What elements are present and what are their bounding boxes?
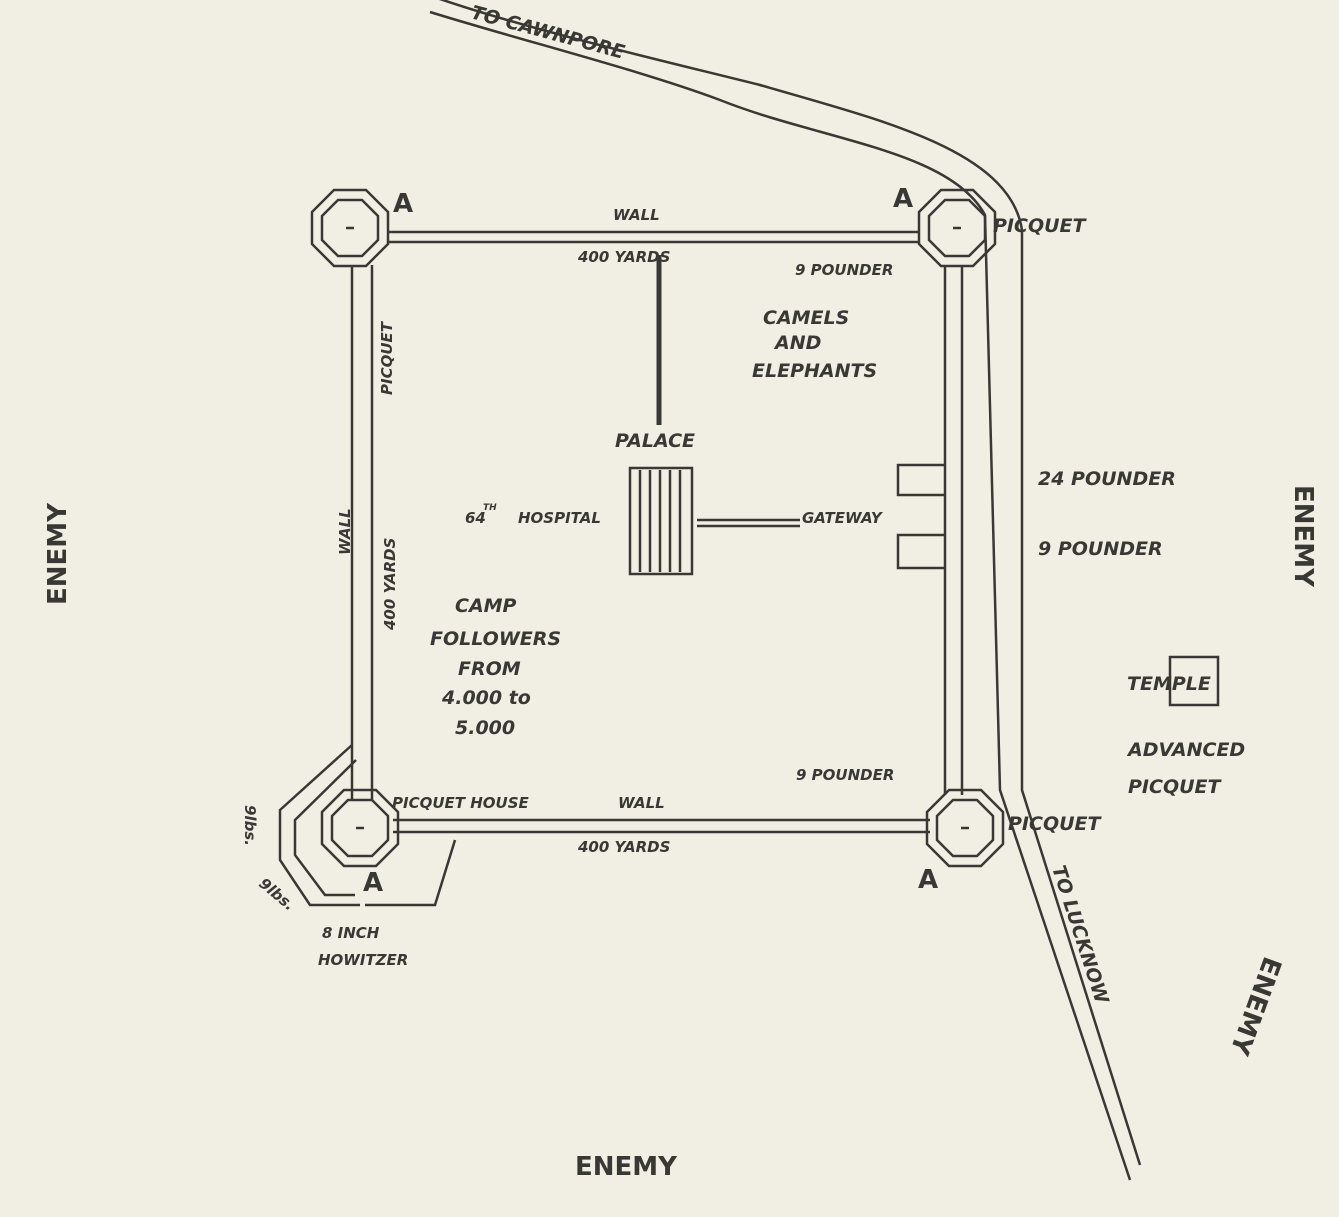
palace-label: PALACE bbox=[615, 430, 695, 452]
picquet-se-label: PICQUET bbox=[1008, 813, 1102, 835]
enemy-west-label: ENEMY bbox=[43, 502, 73, 605]
enemy-east-label: ENEMY bbox=[1288, 485, 1318, 588]
road-label-lucknow: TO LUCKNOW bbox=[1047, 863, 1113, 1008]
camp-label: FROM bbox=[458, 658, 521, 680]
camp-label: CAMP bbox=[455, 595, 517, 617]
advanced-picquet-label: ADVANCED bbox=[1126, 739, 1245, 761]
bottom-wall-length: 400 YARDS bbox=[577, 838, 670, 856]
bastion-label: A bbox=[363, 868, 383, 898]
hospital-label: HOSPITAL bbox=[518, 509, 601, 527]
bastion-nw bbox=[310, 188, 390, 268]
sw-gun-label: 9lbs. bbox=[241, 805, 259, 846]
gun-24-pounder-label: 24 POUNDER bbox=[1038, 468, 1176, 490]
picquet-house-label: PICQUET HOUSE bbox=[392, 794, 530, 812]
gateway-buildings bbox=[896, 463, 945, 570]
howitzer-label: HOWITZER bbox=[318, 951, 408, 969]
left-wall-label: WALL bbox=[336, 508, 354, 555]
hospital-number: 64 bbox=[465, 509, 486, 527]
top-wall-label: WALL bbox=[613, 206, 660, 224]
bottom-gun-label: 9 POUNDER bbox=[796, 766, 894, 784]
advanced-picquet-label: PICQUET bbox=[1128, 776, 1222, 798]
bottom-wall-label: WALL bbox=[618, 794, 665, 812]
camp-label: FOLLOWERS bbox=[430, 628, 561, 650]
camels-label: ELEPHANTS bbox=[752, 360, 877, 382]
top-gun-label: 9 POUNDER bbox=[795, 261, 893, 279]
bastion-label: A bbox=[893, 184, 913, 214]
sw-gun-label: 9lbs. bbox=[255, 874, 298, 914]
howitzer-label: 8 INCH bbox=[322, 924, 380, 942]
gateway-label: GATEWAY bbox=[802, 509, 884, 527]
bastion-label: A bbox=[918, 865, 938, 895]
picquet-ne-label: PICQUET bbox=[993, 215, 1087, 237]
camels-label: CAMELS bbox=[763, 307, 849, 329]
camels-label: AND bbox=[773, 332, 821, 354]
bastion-se bbox=[925, 788, 1005, 868]
bastion-ne bbox=[917, 188, 997, 268]
enemy-southeast-label: ENEMY bbox=[1223, 953, 1286, 1060]
enemy-south-label: ENEMY bbox=[575, 1152, 678, 1182]
bastion-label: A bbox=[393, 189, 413, 219]
temple-building bbox=[1168, 655, 1220, 707]
camp-label: 5.000 bbox=[455, 717, 515, 739]
camp-label: 4.000 to bbox=[441, 687, 531, 709]
hospital-suffix: TH bbox=[483, 503, 497, 513]
temple-label: TEMPLE bbox=[1127, 673, 1211, 695]
fort-walls bbox=[278, 230, 964, 907]
road bbox=[429, 0, 1142, 1181]
palace-building bbox=[628, 466, 694, 576]
left-picquet-label: PICQUET bbox=[378, 320, 396, 395]
top-wall-length: 400 YARDS bbox=[577, 248, 670, 266]
road-label-cawnpore: TO CAWNPORE bbox=[469, 2, 627, 64]
bastion-sw bbox=[320, 788, 400, 868]
left-wall-length: 400 YARDS bbox=[381, 538, 399, 631]
gun-9-pounder-label: 9 POUNDER bbox=[1038, 538, 1163, 560]
